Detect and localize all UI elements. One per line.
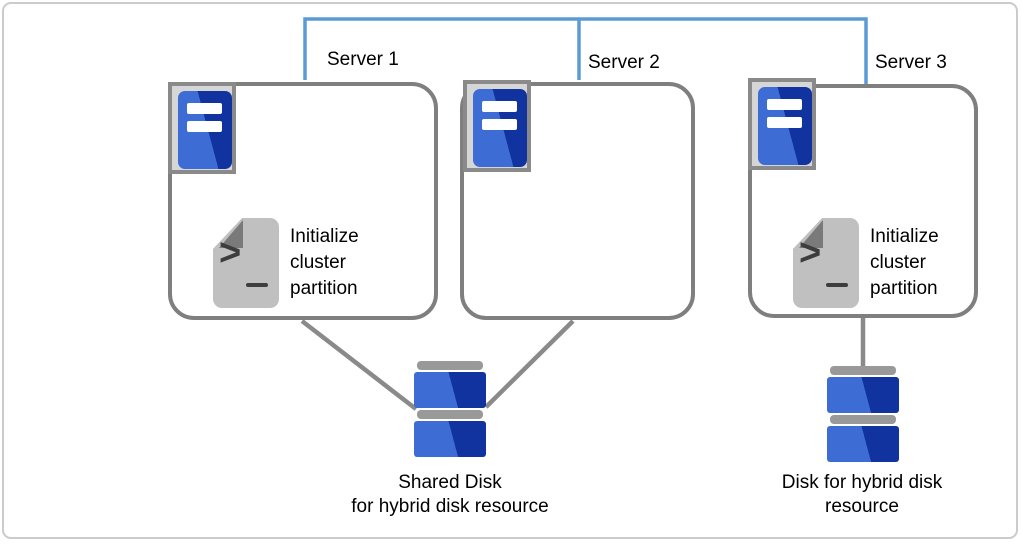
shared-disk-label-line1: Shared Disk <box>398 472 502 493</box>
server-tower-body <box>178 91 232 169</box>
server-tower-icon <box>463 80 531 172</box>
server-tower-body <box>473 89 527 167</box>
server-tower-body <box>758 87 812 165</box>
hybrid-disk-label: Disk for hybrid disk resource <box>742 471 982 519</box>
tower-slot <box>482 119 517 130</box>
shared-disk-label: Shared Disk for hybrid disk resource <box>320 471 580 519</box>
script-file-icon: > <box>211 216 279 308</box>
server3-init-script: > Initialize cluster partition <box>791 216 1013 313</box>
shared-disk-label-line2: for hybrid disk resource <box>351 496 549 517</box>
script-file-icon: > <box>791 216 859 308</box>
script-note-line: partition <box>290 278 358 299</box>
server-tower-icon <box>168 82 236 174</box>
server1-shared-disk-link <box>300 319 418 411</box>
disk-platter <box>827 426 899 462</box>
server2-shared-disk-link <box>484 319 575 409</box>
script-note-line: cluster <box>870 252 926 273</box>
disk-platter <box>827 377 899 413</box>
disk-cap <box>417 410 483 419</box>
disk-cap <box>830 366 896 375</box>
script-note-text: Initialize cluster partition <box>870 224 939 302</box>
tower-slot <box>187 121 222 132</box>
tower-slot <box>767 117 802 128</box>
tower-slot <box>187 103 222 114</box>
tower-slot <box>767 99 802 110</box>
disk-platter <box>414 372 486 408</box>
terminal-cursor-glyph <box>246 283 268 287</box>
server1-init-script: > Initialize cluster partition <box>211 216 433 313</box>
script-note-line: Initialize <box>870 226 939 247</box>
server-tower-icon <box>748 78 816 170</box>
script-note-line: partition <box>870 278 938 299</box>
disk-cap <box>417 361 483 370</box>
terminal-prompt-glyph: > <box>799 232 822 274</box>
hybrid-disk-label-line2: resource <box>825 496 899 517</box>
hybrid-disk-label-line1: Disk for hybrid disk <box>781 472 943 493</box>
server1-label: Server 1 <box>327 49 399 70</box>
script-note-text: Initialize cluster partition <box>290 224 359 302</box>
server2-label: Server 2 <box>588 52 660 73</box>
script-note-line: cluster <box>290 252 346 273</box>
disk-cap <box>830 415 896 424</box>
disk-platter <box>414 421 486 457</box>
disk-stack-icon <box>414 361 486 457</box>
interconnect-line <box>303 17 868 84</box>
server2-box <box>460 82 695 320</box>
server3-label: Server 3 <box>875 52 947 73</box>
disk-stack-icon <box>827 366 899 462</box>
terminal-prompt-glyph: > <box>219 232 242 274</box>
script-note-line: Initialize <box>290 226 359 247</box>
tower-slot <box>482 101 517 112</box>
terminal-cursor-glyph <box>826 283 848 287</box>
